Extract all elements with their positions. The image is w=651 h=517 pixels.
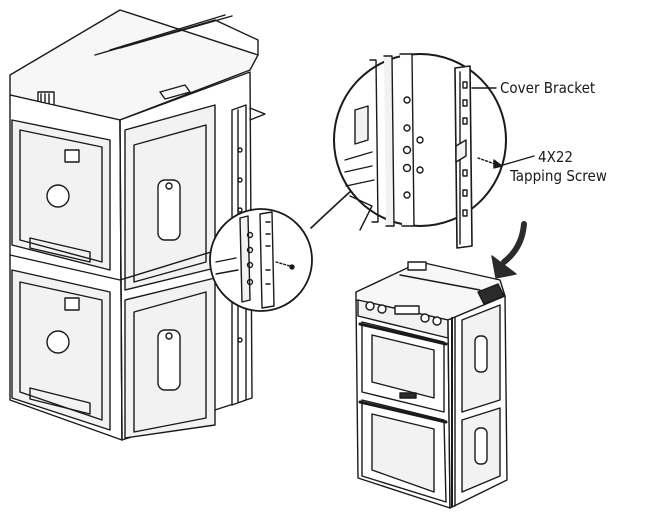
oven-front-view	[355, 261, 508, 509]
curved-arrow	[491, 221, 527, 279]
screw-leader	[502, 155, 535, 166]
tapping-screw-label: Tapping Screw	[510, 167, 607, 185]
screw-size-label: 4X22	[538, 148, 573, 166]
oven-rear-view	[9, 9, 266, 441]
cover-bracket-label: Cover Bracket	[500, 79, 596, 97]
detail-callout-small	[209, 208, 313, 312]
detail-callout-large	[333, 53, 507, 249]
callout-tail	[310, 189, 353, 229]
